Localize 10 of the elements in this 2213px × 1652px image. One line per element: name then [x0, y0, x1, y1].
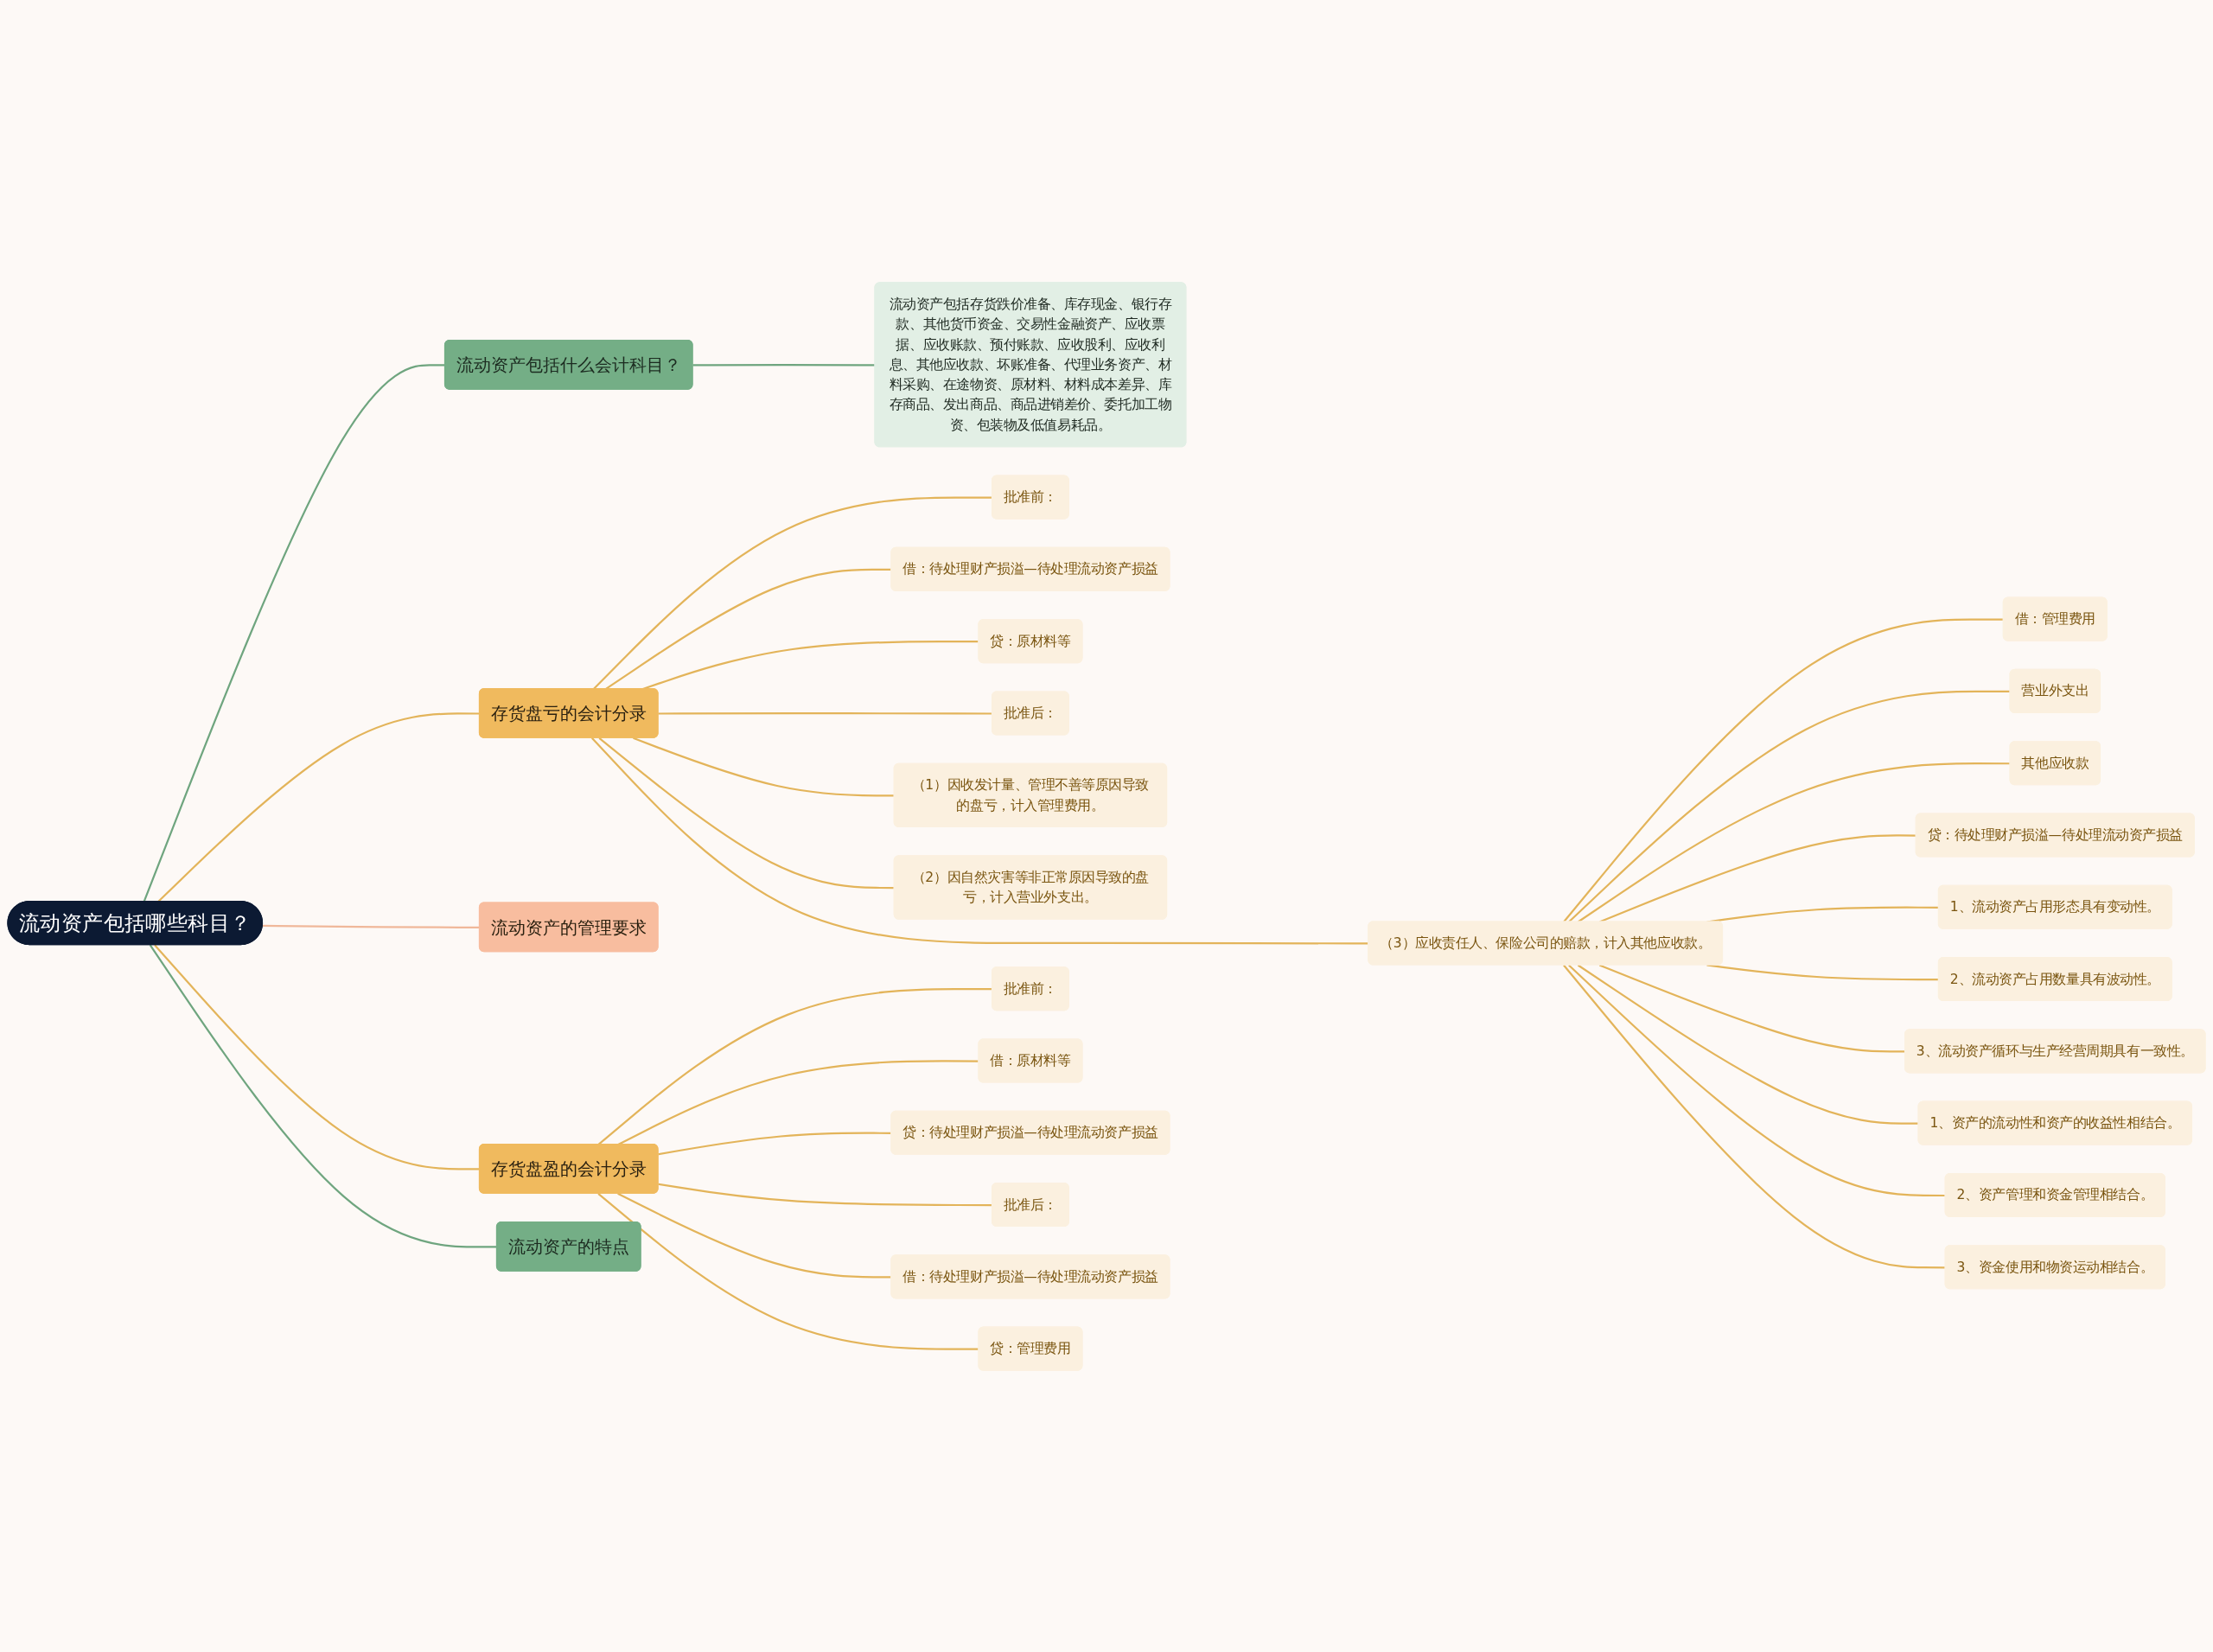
connector	[1577, 964, 1919, 1125]
connector	[692, 363, 876, 366]
connector	[1568, 690, 2011, 922]
connector	[1568, 964, 1946, 1196]
connector	[1563, 964, 1946, 1268]
connector	[633, 737, 895, 797]
connector	[1563, 618, 2004, 922]
connector	[1706, 963, 1939, 980]
connector	[1577, 762, 2011, 922]
connector	[598, 737, 895, 889]
